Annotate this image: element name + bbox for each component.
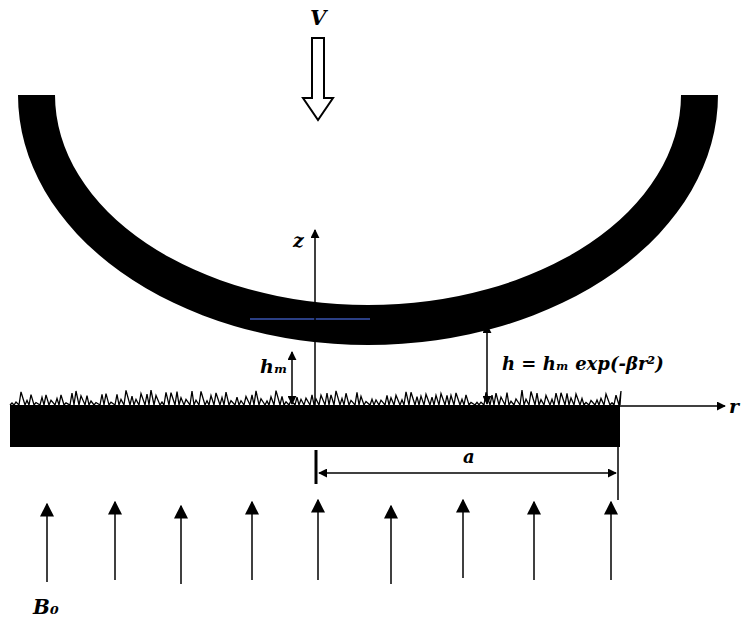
velocity-arrow	[303, 38, 333, 120]
min-gap-label: hₘ	[260, 356, 288, 378]
axis-label: z	[293, 230, 304, 252]
asperities	[10, 390, 621, 405]
velocity-label: V	[310, 6, 326, 30]
porous-plate	[10, 405, 620, 447]
min-gap-arrow	[291, 352, 293, 404]
curved-surface	[18, 95, 718, 345]
z-axis	[314, 230, 316, 405]
film-thickness-formula: h = hₘ exp(-βr²)	[502, 354, 664, 375]
radius-label: a	[463, 447, 475, 468]
rough-surface	[10, 390, 621, 405]
magnetic-field-arrows	[47, 500, 611, 584]
r-axis	[315, 405, 725, 407]
blue-line	[250, 318, 370, 320]
radius-dimension	[319, 472, 616, 474]
axis-label: r	[729, 396, 739, 418]
magnetic-field-label: B₀	[33, 596, 59, 619]
dimension-tick	[315, 450, 318, 484]
dimension-tick	[617, 447, 619, 500]
